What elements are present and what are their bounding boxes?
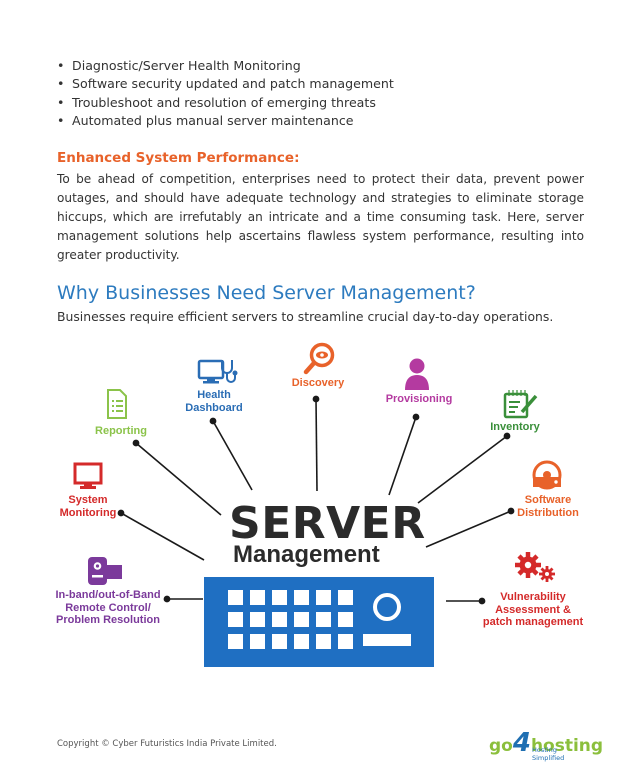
clipboard-pen-icon — [503, 390, 538, 419]
go4hosting-logo[interactable]: go4hosting Hosting Simplified — [489, 722, 603, 762]
label-line: Software — [524, 494, 572, 506]
label-line: Problem Resolution — [56, 614, 160, 626]
section-heading: Enhanced System Performance: — [57, 150, 300, 166]
label-line: Distribution — [517, 506, 579, 519]
connector-dot — [209, 417, 217, 425]
connector-dot — [312, 395, 320, 403]
why-heading: Why Businesses Need Server Management? — [57, 282, 476, 304]
label-line: Vulnerability — [500, 591, 566, 603]
label-line: In-band/out-of-Band — [55, 589, 161, 601]
person-icon — [405, 358, 429, 390]
bullet-item: Software security updated and patch mana… — [54, 75, 394, 94]
connector-dot — [117, 509, 125, 517]
connector-dot — [163, 595, 171, 603]
logo-part: hosting — [530, 736, 604, 756]
logo-part: go — [489, 736, 513, 756]
logo-tagline: Hosting Simplified — [532, 746, 565, 762]
connector-dot — [412, 413, 420, 421]
footer-copyright: Copyright © Cyber Futuristics India Priv… — [57, 739, 277, 749]
label-line: Remote Control/ — [65, 601, 151, 614]
label-line: Assessment & — [495, 603, 571, 616]
health-dashboard-label: Health Dashboard — [185, 389, 242, 414]
bullet-item: Diagnostic/Server Health Monitoring — [54, 57, 394, 76]
feature-bullet-list: Diagnostic/Server Health Monitoring Soft… — [54, 57, 394, 130]
remote-control-label: In-band/out-of-Band Remote Control/ Prob… — [55, 589, 160, 627]
provisioning-label: Provisioning — [385, 393, 453, 405]
bullet-item: Automated plus manual server maintenance — [54, 112, 394, 131]
monitor-icon — [73, 462, 103, 489]
server-title: SERVER — [229, 498, 426, 549]
connector-dot — [503, 432, 511, 440]
connector-dot — [478, 597, 486, 605]
logo-wordmark: go4hosting — [489, 728, 603, 758]
connector-line — [417, 435, 508, 504]
connector-dot — [132, 439, 140, 447]
inventory-label: Inventory — [490, 421, 540, 433]
disc-drive-icon — [532, 460, 562, 490]
label-line: Health — [197, 389, 231, 401]
document-list-icon — [107, 389, 127, 419]
logo-part: 4 — [512, 728, 531, 758]
system-monitoring-label: System Monitoring — [60, 494, 117, 519]
label-line: System — [68, 494, 108, 506]
connector-line — [120, 512, 205, 561]
connector-line — [135, 442, 222, 516]
section-paragraph: To be ahead of competition, enterprises … — [57, 172, 584, 262]
discovery-label: Discovery — [291, 377, 345, 389]
software-distribution-label: Software Distribution — [517, 494, 579, 519]
connector-line — [388, 416, 417, 496]
bullet-item: Troubleshoot and resolution of emerging … — [54, 94, 394, 113]
server-box-icon — [204, 577, 434, 667]
monitor-stethoscope-icon — [197, 359, 238, 384]
label-line: Monitoring — [59, 506, 117, 519]
connector-dot — [507, 507, 515, 515]
connector-line — [315, 398, 318, 492]
magnifier-eye-icon — [303, 342, 335, 375]
label-line: Dashboard — [185, 401, 243, 414]
management-title: Management — [233, 541, 380, 568]
projector-icon — [88, 557, 122, 585]
connector-line — [212, 420, 253, 491]
vulnerability-label: Vulnerability Assessment & patch managem… — [483, 591, 583, 629]
reporting-label: Reporting — [95, 425, 147, 437]
gears-icon — [515, 552, 555, 582]
label-line: patch management — [482, 616, 584, 628]
connector-line — [425, 510, 512, 548]
why-subtext: Businesses require efficient servers to … — [57, 309, 554, 324]
